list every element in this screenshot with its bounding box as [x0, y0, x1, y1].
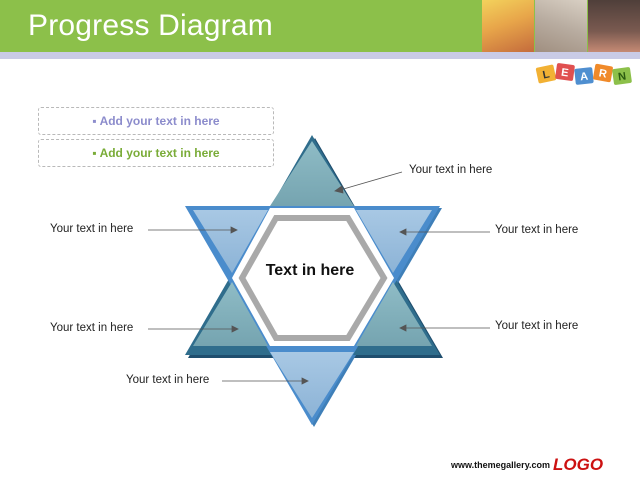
svg-text:N: N [617, 70, 627, 83]
page-title: Progress Diagram [28, 9, 273, 42]
segment-bottom [270, 352, 354, 418]
svg-text:A: A [580, 71, 589, 84]
connector-arrows [148, 171, 490, 385]
bullet-icon: ▪ [92, 146, 97, 160]
label-lower-left: Your text in here [50, 322, 134, 334]
header-photo-1 [482, 0, 534, 52]
footer-url[interactable]: www.themegallery.com [451, 460, 551, 470]
text-box-2[interactable]: ▪ Add your text in here [38, 139, 274, 167]
center-hexagon [238, 215, 388, 341]
header-stripe [0, 52, 640, 59]
bullet-icon: ▪ [92, 114, 97, 128]
segment-lower-right [356, 282, 432, 346]
learn-blocks-logo: L E A R N [535, 63, 632, 85]
text-box-2-label: Add your text in here [99, 146, 220, 160]
footer-logo: LOGO [553, 455, 604, 474]
svg-text:L: L [542, 68, 551, 81]
svg-text:R: R [598, 67, 608, 80]
text-box-1[interactable]: ▪ Add your text in here [38, 107, 274, 135]
label-upper-right: Your text in here [495, 224, 579, 236]
learn-block-e: E [555, 63, 575, 81]
learn-block-l: L [535, 64, 557, 84]
segment-top [270, 141, 354, 206]
header-photo-2 [535, 0, 587, 52]
segment-upper-left [193, 210, 268, 273]
label-upper-left: Your text in here [50, 223, 134, 235]
text-box-1-label: Add your text in here [99, 114, 220, 128]
label-lower-right: Your text in here [495, 320, 579, 332]
learn-block-a: A [574, 67, 594, 85]
label-bottom-left: Your text in here [126, 374, 210, 386]
learn-block-r: R [593, 63, 613, 83]
learn-block-n: N [612, 67, 632, 85]
segment-lower-left [193, 282, 268, 346]
header-photo-3 [588, 0, 640, 52]
label-top-right: Your text in here [409, 164, 493, 176]
segment-upper-right [356, 210, 432, 273]
svg-text:E: E [560, 67, 569, 80]
center-text: Text in here [265, 262, 355, 279]
